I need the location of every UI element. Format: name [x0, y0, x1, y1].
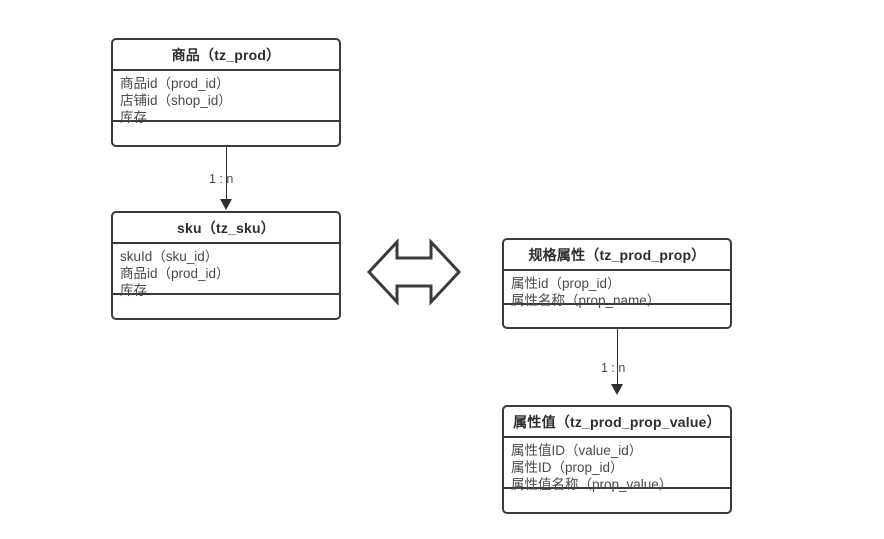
entity-methods-tz-sku [113, 295, 339, 318]
entity-attributes-tz-prod-prop-value: 属性值ID（value_id） 属性ID（prop_id） 属性值名称（prop… [504, 438, 730, 492]
entity-methods-tz-prod [113, 122, 339, 145]
entity-attributes-tz-prod: 商品id（prod_id） 店铺id（shop_id） 库存 [113, 71, 339, 125]
attribute-row: 商品id（prod_id） [120, 76, 230, 91]
entity-attributes-tz-sku: skuId（sku_id） 商品id（prod_id） 库存 [113, 244, 339, 298]
attribute-row: skuId（sku_id） [120, 249, 219, 264]
entity-title-tz-prod-prop-value: 属性值（tz_prod_prop_value） [504, 407, 730, 438]
relation-line-prop-to-prop-value [617, 329, 618, 385]
attribute-row: 店铺id（shop_id） [120, 93, 232, 108]
attribute-row: 属性ID（prop_id） [511, 460, 624, 475]
entity-box-tz-sku[interactable]: sku（tz_sku） skuId（sku_id） 商品id（prod_id） … [111, 211, 341, 320]
attribute-row: 属性值名称（prop_value） [511, 477, 673, 492]
double-arrow-horizontal-icon [366, 236, 462, 308]
entity-title-tz-prod-prop: 规格属性（tz_prod_prop） [504, 240, 730, 271]
entity-methods-tz-prod-prop [504, 305, 730, 327]
entity-box-tz-prod-prop-value[interactable]: 属性值（tz_prod_prop_value） 属性值ID（value_id） … [502, 405, 732, 514]
relation-label-prop-to-prop-value: 1 : n [601, 361, 626, 375]
relation-line-prod-to-sku [226, 147, 227, 200]
attribute-row: 属性值ID（value_id） [511, 443, 643, 458]
attribute-row: 库存 [120, 110, 147, 125]
relation-arrowhead-prop-to-prop-value [611, 384, 623, 395]
attribute-row: 属性名称（prop_name） [511, 293, 661, 308]
entity-title-tz-sku: sku（tz_sku） [113, 213, 339, 244]
entity-box-tz-prod-prop[interactable]: 规格属性（tz_prod_prop） 属性id（prop_id） 属性名称（pr… [502, 238, 732, 329]
relation-label-prod-to-sku: 1 : n [209, 172, 234, 186]
entity-attributes-tz-prod-prop: 属性id（prop_id） 属性名称（prop_name） [504, 271, 730, 308]
attribute-row: 商品id（prod_id） [120, 266, 230, 281]
attribute-row: 库存 [120, 283, 147, 298]
relation-arrowhead-prod-to-sku [220, 199, 232, 210]
entity-title-tz-prod: 商品（tz_prod） [113, 40, 339, 71]
entity-box-tz-prod[interactable]: 商品（tz_prod） 商品id（prod_id） 店铺id（shop_id） … [111, 38, 341, 147]
attribute-row: 属性id（prop_id） [511, 276, 621, 291]
entity-methods-tz-prod-prop-value [504, 489, 730, 512]
